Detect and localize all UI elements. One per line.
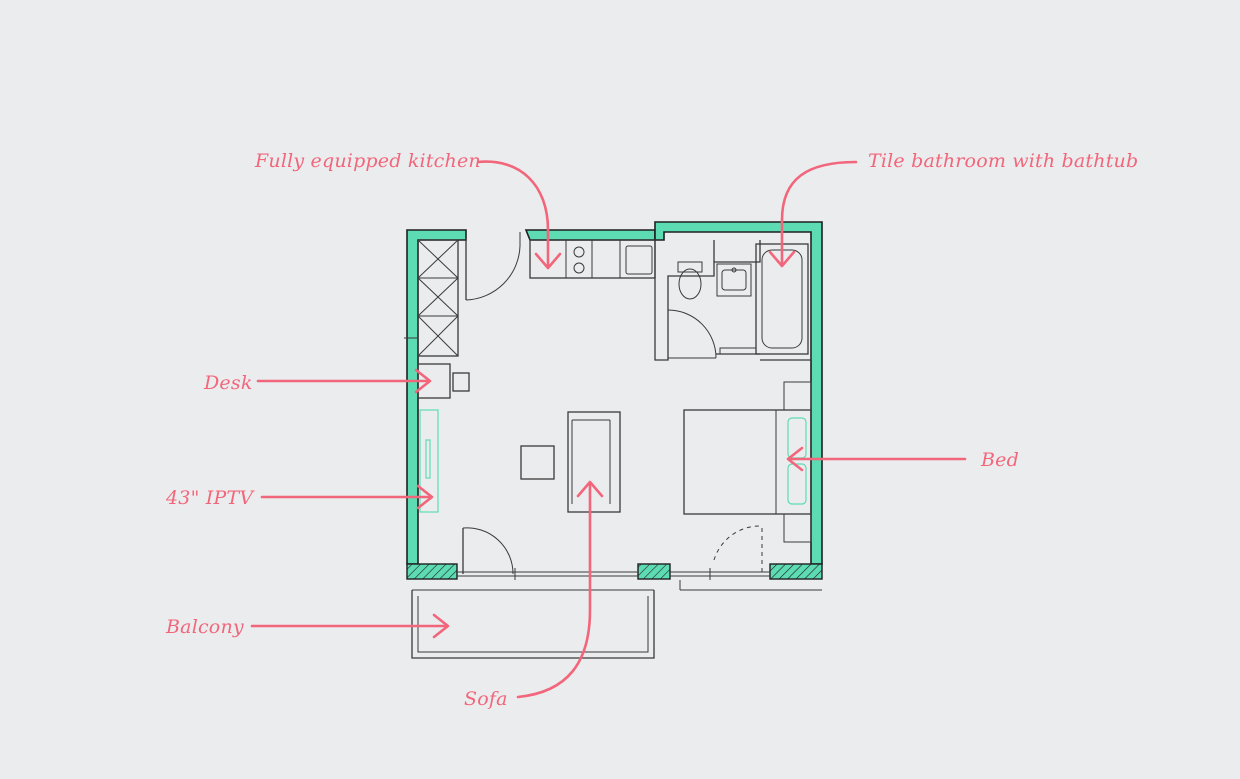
bedroom-window-door: [670, 525, 770, 580]
arrow-bathroom: [780, 160, 858, 266]
walls: [406, 221, 823, 580]
left-wall: [406, 229, 467, 565]
label-balcony: Balcony: [165, 616, 244, 638]
balcony-door: [457, 527, 638, 580]
label-sofa: Sofa: [464, 688, 508, 710]
top-wall-kitchen: [524, 229, 656, 241]
bottom-wall-middle: [637, 563, 671, 580]
callout-arrows: [250, 160, 967, 699]
top-right-wall: [654, 221, 823, 565]
label-bathroom: Tile bathroom with bathtub: [868, 150, 1138, 172]
label-desk: Desk: [203, 372, 253, 394]
bottom-wall-right: [769, 563, 823, 580]
wardrobe: [404, 239, 459, 357]
callout-labels: Fully equipped kitchen Tile bathroom wit…: [165, 150, 1138, 710]
label-tv: 43" IPTV: [165, 487, 255, 509]
balcony: [411, 580, 822, 659]
tv-unit: [419, 409, 439, 513]
bathroom: [654, 240, 812, 361]
arrow-kitchen: [476, 160, 550, 268]
arrow-sofa: [516, 482, 592, 699]
coffee-table: [520, 445, 555, 480]
label-kitchen: Fully equipped kitchen: [254, 150, 481, 172]
bed: [683, 381, 812, 543]
entrance-door: [465, 232, 521, 301]
label-bed: Bed: [980, 449, 1019, 471]
bottom-wall-left: [406, 563, 458, 580]
sofa: [567, 411, 621, 513]
